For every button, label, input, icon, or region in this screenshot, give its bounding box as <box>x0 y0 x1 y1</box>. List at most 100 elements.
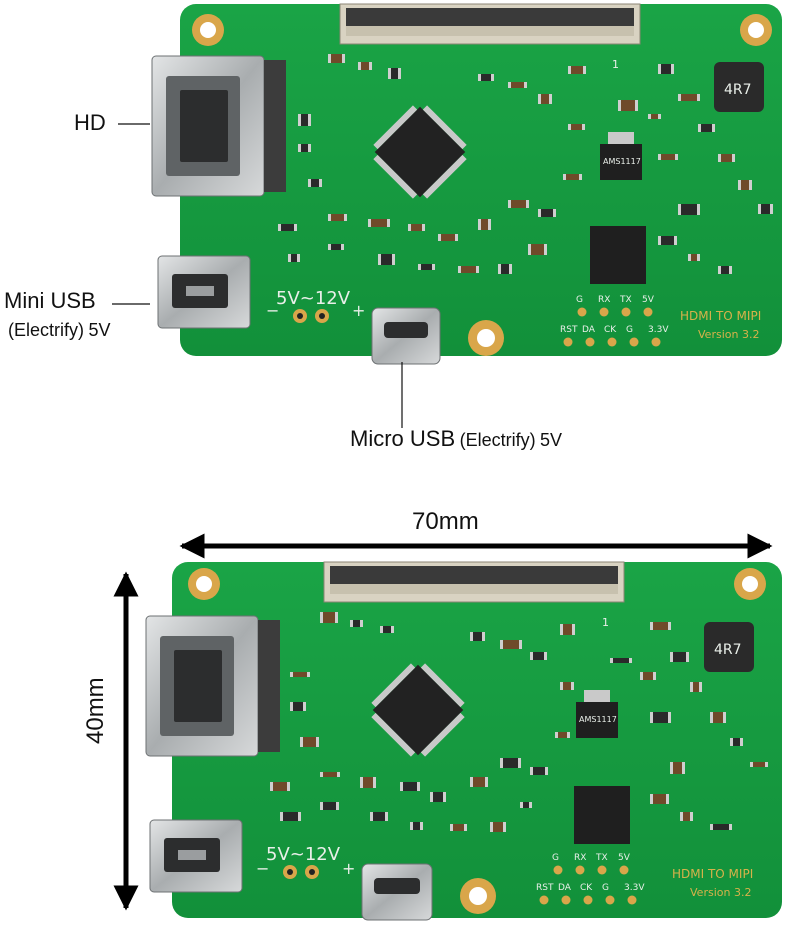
mounting-hole <box>460 878 496 914</box>
smd-terminal <box>635 100 638 111</box>
smd-terminal <box>690 812 693 821</box>
smd-terminal <box>308 144 311 152</box>
smd-part <box>472 777 486 787</box>
header-pin-label: G <box>602 883 609 893</box>
header-pin-label: DA <box>582 325 596 335</box>
smd-terminal <box>560 682 563 690</box>
smd-terminal <box>464 824 467 831</box>
smd-terminal <box>319 179 322 187</box>
smd-terminal <box>470 632 473 641</box>
header-pad <box>619 865 629 875</box>
smd-terminal <box>668 712 671 723</box>
power-pad <box>293 309 307 323</box>
smd-terminal <box>686 652 689 662</box>
smd-terminal <box>545 767 548 775</box>
header-pin-label: G <box>576 295 583 305</box>
smd-terminal <box>298 114 301 126</box>
smd-terminal <box>579 174 582 180</box>
smd-terminal <box>482 632 485 641</box>
smd-terminal <box>670 652 673 662</box>
smd-part <box>652 712 669 723</box>
smd-terminal <box>678 204 681 215</box>
width-dimension-label: 70mm <box>412 508 479 535</box>
smd-terminal <box>738 180 741 190</box>
smd-terminal <box>418 264 421 270</box>
smd-terminal <box>478 74 481 81</box>
smd-part <box>562 682 572 690</box>
smd-terminal <box>290 672 293 677</box>
smd-terminal <box>571 682 574 690</box>
smd-part <box>322 772 338 777</box>
smd-part <box>360 62 370 70</box>
smd-terminal <box>270 782 273 791</box>
smd-terminal <box>280 812 283 821</box>
smd-terminal <box>458 266 461 273</box>
smd-part <box>732 738 741 746</box>
minus-label: − <box>256 859 269 878</box>
smd-part <box>330 54 343 63</box>
smd-terminal <box>380 626 383 633</box>
smd-terminal <box>398 68 401 79</box>
smd-terminal <box>544 652 547 660</box>
smd-terminal <box>732 154 735 162</box>
smd-part <box>510 82 525 88</box>
smd-part <box>382 626 392 633</box>
smd-terminal <box>690 682 693 692</box>
smd-part <box>652 794 667 804</box>
smd-terminal <box>712 124 715 132</box>
version-label: Version 3.2 <box>690 886 751 899</box>
smd-terminal <box>765 762 768 767</box>
smd-part <box>372 812 386 821</box>
smd-terminal <box>640 672 643 680</box>
bridge-chip <box>574 786 630 844</box>
smd-part <box>290 254 298 262</box>
smd-part <box>292 672 308 677</box>
smd-terminal <box>668 622 671 630</box>
smd-terminal <box>350 620 353 627</box>
smd-part <box>310 179 320 187</box>
smd-terminal <box>378 254 381 265</box>
smd-part <box>540 94 550 104</box>
smd-part <box>690 254 698 261</box>
smd-part <box>432 792 444 802</box>
bridge-chip <box>590 226 646 284</box>
smd-part <box>272 782 288 791</box>
smd-terminal <box>287 782 290 791</box>
bottom-board: 1 AMS1117 <box>145 561 782 921</box>
smd-terminal <box>648 114 651 119</box>
smd-terminal <box>298 144 301 152</box>
header-pin-label: CK <box>604 325 617 335</box>
smd-part <box>700 124 713 132</box>
smd-part <box>292 702 304 711</box>
smd-part <box>282 812 299 821</box>
smd-terminal <box>297 254 300 262</box>
smd-terminal <box>490 822 493 832</box>
smd-terminal <box>563 174 566 180</box>
header-pad <box>585 337 595 347</box>
mini-usb-connector <box>157 255 251 329</box>
smd-terminal <box>750 762 753 767</box>
mounting-hole <box>192 14 224 46</box>
smd-terminal <box>298 812 301 821</box>
mini-usb-voltage-label: 5V <box>88 320 111 340</box>
header-pin-label: CK <box>580 883 593 893</box>
micro-usb-electrify-label: (Electrify) <box>459 430 536 450</box>
smd-part <box>672 762 683 774</box>
smd-terminal <box>675 154 678 160</box>
header-pin-label: 5V <box>618 853 631 863</box>
header-pin-label: TX <box>619 295 632 305</box>
regulator-chip: AMS1117 <box>576 690 618 738</box>
smd-terminal <box>658 154 661 160</box>
micro-usb-connector <box>371 307 441 365</box>
header-pad <box>563 337 573 347</box>
smd-terminal <box>485 777 488 787</box>
smd-terminal <box>370 812 373 821</box>
smd-terminal <box>718 266 721 274</box>
smd-terminal <box>658 114 661 119</box>
smd-terminal <box>278 224 281 231</box>
header-pin-label: 3.3V <box>648 325 669 335</box>
smd-terminal <box>328 214 331 221</box>
smd-terminal <box>369 62 372 70</box>
